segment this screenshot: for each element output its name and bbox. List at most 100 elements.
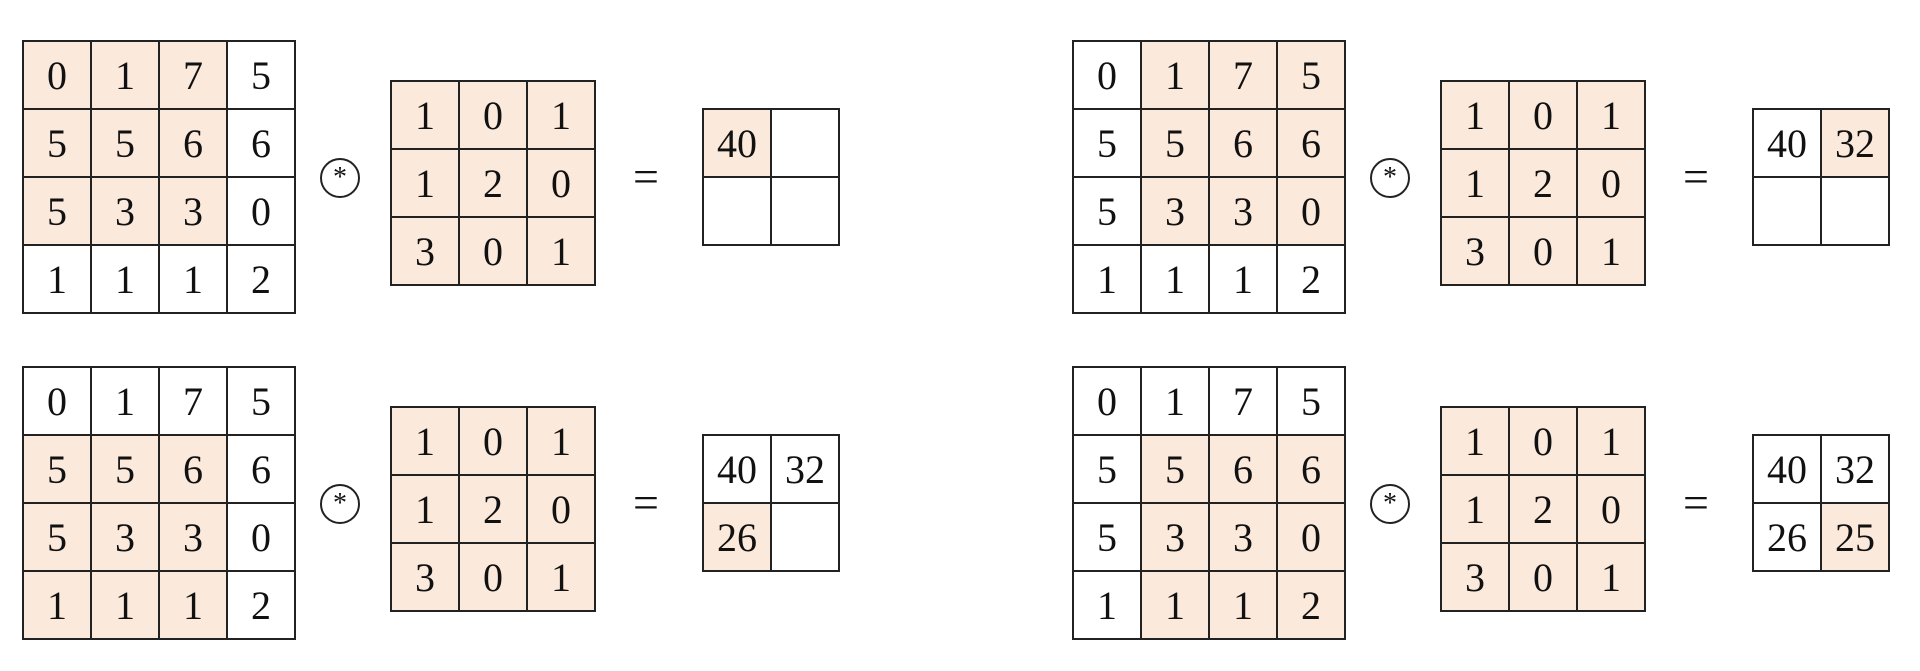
output-matrix-cell: 26 <box>704 504 772 572</box>
kernel-matrix-cell: 1 <box>392 82 460 150</box>
input-matrix-cell: 1 <box>92 572 160 640</box>
input-matrix-cell: 2 <box>228 572 296 640</box>
input-matrix-cell: 5 <box>92 110 160 178</box>
output-matrix-cell: 26 <box>1754 504 1822 572</box>
input-matrix-cell: 5 <box>228 42 296 110</box>
equals-sign: = <box>633 151 659 202</box>
output-matrix-cell <box>1754 178 1822 246</box>
input-matrix-cell: 5 <box>1074 110 1142 178</box>
input-matrix-cell: 0 <box>1074 368 1142 436</box>
input-matrix-cell: 0 <box>24 42 92 110</box>
input-matrix-cell: 5 <box>1278 368 1346 436</box>
input-matrix-cell: 0 <box>228 178 296 246</box>
output-matrix-cell <box>1822 178 1890 246</box>
input-matrix-cell: 0 <box>1278 178 1346 246</box>
input-matrix-cell: 1 <box>1142 42 1210 110</box>
input-matrix-cell: 6 <box>1210 110 1278 178</box>
input-matrix-cell: 5 <box>92 436 160 504</box>
kernel-matrix-cell: 1 <box>1578 408 1646 476</box>
kernel-matrix-cell: 1 <box>528 408 596 476</box>
input-matrix-cell: 3 <box>92 504 160 572</box>
convolution-operator-icon: * <box>320 484 360 524</box>
output-matrix-cell: 40 <box>704 436 772 504</box>
kernel-matrix-cell: 0 <box>1510 408 1578 476</box>
input-matrix-cell: 1 <box>1142 572 1210 640</box>
kernel-matrix-cell: 0 <box>1578 476 1646 544</box>
output-matrix-cell: 32 <box>1822 436 1890 504</box>
output-matrix: 40 <box>702 108 840 246</box>
output-matrix-cell <box>772 504 840 572</box>
input-matrix-cell: 5 <box>1074 178 1142 246</box>
input-matrix-cell: 1 <box>160 246 228 314</box>
kernel-matrix-cell: 1 <box>1442 408 1510 476</box>
output-matrix-cell <box>772 178 840 246</box>
input-matrix-cell: 3 <box>1210 504 1278 572</box>
input-matrix-cell: 5 <box>1142 436 1210 504</box>
input-matrix-cell: 2 <box>1278 246 1346 314</box>
input-matrix-cell: 6 <box>1278 436 1346 504</box>
kernel-matrix-cell: 1 <box>528 82 596 150</box>
input-matrix-cell: 3 <box>1210 178 1278 246</box>
output-matrix-cell: 25 <box>1822 504 1890 572</box>
kernel-matrix-cell: 1 <box>392 476 460 544</box>
output-matrix-cell: 40 <box>704 110 772 178</box>
input-matrix-cell: 1 <box>1210 572 1278 640</box>
input-matrix-cell: 3 <box>1142 178 1210 246</box>
output-matrix-cell: 40 <box>1754 436 1822 504</box>
input-matrix-cell: 3 <box>160 504 228 572</box>
input-matrix-cell: 1 <box>1142 368 1210 436</box>
kernel-matrix-cell: 2 <box>460 150 528 218</box>
kernel-matrix-cell: 1 <box>1442 476 1510 544</box>
input-matrix-cell: 5 <box>228 368 296 436</box>
input-matrix-cell: 0 <box>1074 42 1142 110</box>
input-matrix-cell: 1 <box>92 368 160 436</box>
kernel-matrix-cell: 0 <box>460 218 528 286</box>
input-matrix-cell: 1 <box>1210 246 1278 314</box>
output-matrix-cell: 40 <box>1754 110 1822 178</box>
kernel-matrix-cell: 0 <box>460 82 528 150</box>
kernel-matrix-cell: 0 <box>1510 82 1578 150</box>
equals-sign: = <box>633 477 659 528</box>
input-matrix-cell: 2 <box>1278 572 1346 640</box>
kernel-matrix-cell: 0 <box>460 408 528 476</box>
convolution-operator-icon: * <box>1370 484 1410 524</box>
equals-sign: = <box>1683 477 1709 528</box>
kernel-matrix-cell: 3 <box>392 218 460 286</box>
input-matrix-cell: 5 <box>1278 42 1346 110</box>
input-matrix-cell: 1 <box>92 246 160 314</box>
kernel-matrix-cell: 0 <box>528 476 596 544</box>
input-matrix-cell: 1 <box>160 572 228 640</box>
input-matrix-cell: 5 <box>24 436 92 504</box>
input-matrix-cell: 5 <box>24 504 92 572</box>
input-matrix-cell: 1 <box>1142 246 1210 314</box>
kernel-matrix-cell: 1 <box>1578 218 1646 286</box>
kernel-matrix-cell: 1 <box>1442 150 1510 218</box>
kernel-matrix-cell: 3 <box>392 544 460 612</box>
input-matrix-cell: 7 <box>1210 368 1278 436</box>
kernel-matrix-cell: 1 <box>392 150 460 218</box>
output-matrix-cell <box>704 178 772 246</box>
kernel-matrix-cell: 0 <box>1510 544 1578 612</box>
kernel-matrix-cell: 1 <box>1442 82 1510 150</box>
input-matrix-cell: 5 <box>24 110 92 178</box>
kernel-matrix-cell: 0 <box>1510 218 1578 286</box>
kernel-matrix-cell: 1 <box>1578 82 1646 150</box>
input-matrix-cell: 1 <box>24 246 92 314</box>
kernel-matrix-cell: 0 <box>1578 150 1646 218</box>
input-matrix-cell: 6 <box>228 110 296 178</box>
kernel-matrix-cell: 2 <box>1510 476 1578 544</box>
output-matrix-cell: 32 <box>772 436 840 504</box>
input-matrix-cell: 1 <box>92 42 160 110</box>
output-matrix-cell: 32 <box>1822 110 1890 178</box>
input-matrix-cell: 3 <box>160 178 228 246</box>
kernel-matrix-cell: 1 <box>528 544 596 612</box>
convolution-operator-icon: * <box>1370 158 1410 198</box>
convolution-operator-icon: * <box>320 158 360 198</box>
